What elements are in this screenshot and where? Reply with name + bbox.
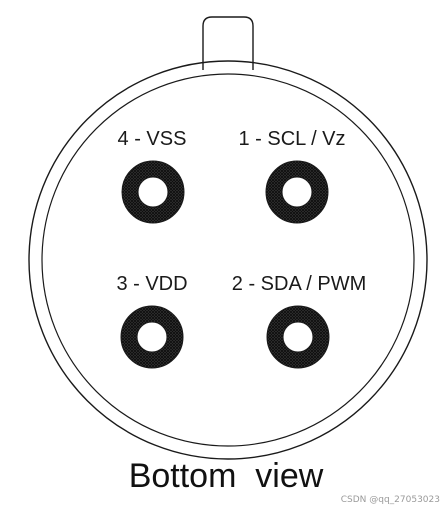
- pin-2-label: 2 - SDA / PWM: [232, 273, 366, 295]
- pin-4-label: 4 - VSS: [118, 128, 187, 150]
- pin-2-contact: [266, 305, 330, 369]
- bottom-view-caption: Bottom view: [129, 457, 324, 495]
- pin-3-label: 3 - VDD: [116, 273, 187, 295]
- watermark: CSDN @qq_27053023: [341, 495, 440, 505]
- pin-1-contact: [265, 160, 329, 224]
- connector-inner-circle: [41, 73, 415, 447]
- pin-3-contact: [120, 305, 184, 369]
- pin-1-label: 1 - SCL / Vz: [238, 128, 345, 150]
- connector-outer-circle: [28, 60, 428, 460]
- pin-4-contact: [121, 160, 185, 224]
- connector-key-tab: [202, 16, 254, 70]
